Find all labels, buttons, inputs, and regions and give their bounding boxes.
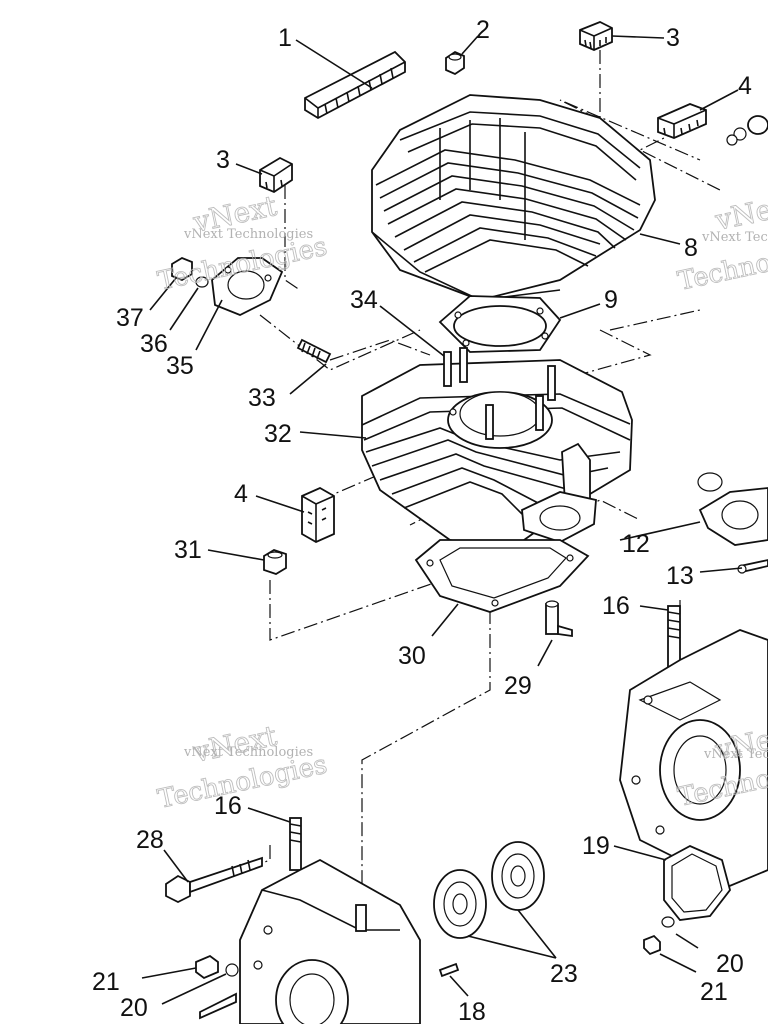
callout-8: 8 — [684, 234, 698, 262]
callout-18: 18 — [458, 998, 486, 1024]
crankcase-left-half — [239, 858, 421, 1024]
part-33-stud — [296, 338, 332, 364]
callout-21: 21 — [700, 978, 728, 1006]
crankcase-right-half — [619, 605, 768, 892]
part-1-spacer-strip — [304, 50, 406, 120]
part-4-rubber-block-left — [301, 486, 335, 544]
callout-16: 16 — [602, 592, 630, 620]
callout-16: 16 — [214, 792, 242, 820]
part-28-bolt — [165, 856, 263, 904]
part-31-nut — [263, 549, 287, 575]
callout-12: 12 — [622, 530, 650, 558]
part-23-bearing-small — [433, 869, 487, 939]
callout-9: 9 — [604, 286, 618, 314]
callout-3: 3 — [216, 146, 230, 174]
part-35-exhaust-gasket — [211, 257, 284, 316]
callout-31: 31 — [174, 536, 202, 564]
part-36-washer — [195, 276, 209, 288]
part-20-washer-left — [225, 963, 239, 977]
part-21-bolt-left — [195, 954, 219, 980]
callout-21: 21 — [92, 968, 120, 996]
assembly-lines — [244, 50, 722, 905]
part-21-bolt-right — [643, 934, 661, 956]
part-20-washer-right — [661, 916, 675, 928]
callout-13: 13 — [666, 562, 694, 590]
part-18-dowel-pin — [438, 962, 460, 978]
watermark-middle-left: vNext vNext Technologies Technologies — [155, 719, 330, 816]
part-12-intake-manifold — [697, 472, 768, 546]
callout-34: 34 — [350, 286, 378, 314]
callout-3: 3 — [666, 24, 680, 52]
part-19-cover-gasket — [663, 844, 731, 921]
svg-text:vNext Technologies: vNext Technologies — [183, 745, 313, 760]
svg-text:vNext Technologies: vNext Technologies — [183, 227, 313, 242]
svg-text:vNext Technologies: vNext Technologies — [703, 747, 768, 762]
callout-35: 35 — [166, 352, 194, 380]
svg-text:vNext Technologies: vNext Technologies — [701, 230, 768, 245]
part-29-fitting — [545, 600, 573, 638]
part-2-nut — [445, 50, 465, 76]
callout-29: 29 — [504, 672, 532, 700]
part-9-head-gasket — [438, 295, 562, 353]
part-37-nut — [171, 256, 193, 282]
callout-2: 2 — [476, 16, 490, 44]
callout-30: 30 — [398, 642, 426, 670]
part-30-base-gasket — [414, 539, 590, 613]
callout-28: 28 — [136, 826, 164, 854]
callout-32: 32 — [264, 420, 292, 448]
part-3-rubber-block-top — [579, 21, 613, 51]
callout-37: 37 — [116, 304, 144, 332]
right-edge-bolt — [726, 115, 768, 146]
part-16-stud-left — [289, 817, 302, 871]
part-20-bolt-left-lower — [199, 992, 237, 1020]
leader-lines — [141, 35, 743, 1005]
callout-19: 19 — [582, 832, 610, 860]
part-4-rubber-block-top — [657, 103, 707, 139]
callout-1: 1 — [278, 24, 292, 52]
callout-36: 36 — [140, 330, 168, 358]
callout-23: 23 — [550, 960, 578, 988]
callout-labels: 1 2 3 3 4 4 8 9 12 13 16 16 18 19 20 20 … — [92, 16, 752, 1024]
part-32-cylinder — [361, 347, 633, 551]
part-8-cylinder-head — [371, 94, 656, 301]
callout-20: 20 — [120, 994, 148, 1022]
callout-4: 4 — [738, 72, 752, 100]
callout-33: 33 — [248, 384, 276, 412]
callout-4: 4 — [234, 480, 248, 508]
part-3-rubber-block-left — [259, 156, 293, 194]
part-13-screw — [737, 559, 768, 574]
callout-20: 20 — [716, 950, 744, 978]
part-23-bearing-large — [491, 841, 545, 911]
